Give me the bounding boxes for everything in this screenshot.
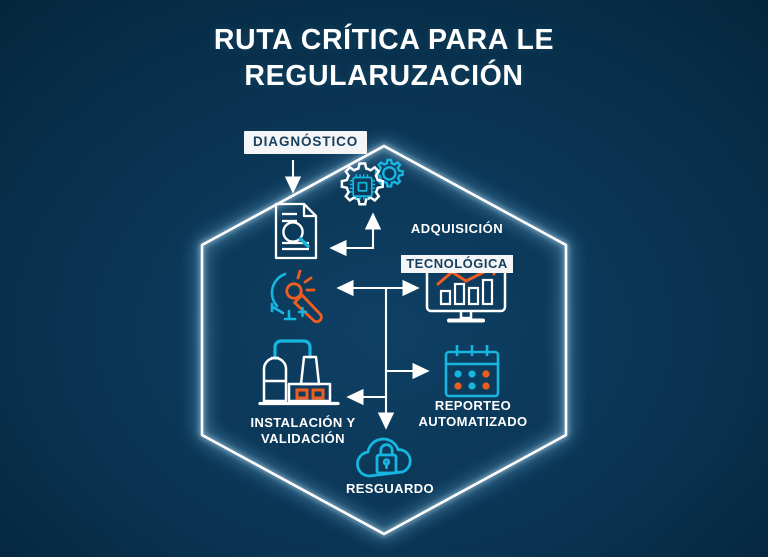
label-diagnostico: DIAGNÓSTICO — [244, 131, 368, 155]
cloud-lock-icon — [355, 432, 417, 480]
label-instalacion-validacion: INSTALACIÓN Y VALIDACIÓN — [250, 415, 356, 446]
label-adquisicion-tecnologica: ADQUISICIÓN TECNOLÓGICA — [398, 205, 516, 274]
sensor-gauge-icon — [266, 266, 332, 330]
label-adquisicion-line-1: ADQUISICIÓN — [410, 220, 504, 236]
gears-microchip-icon — [333, 155, 407, 221]
hexagon-outline — [190, 140, 578, 540]
label-resguardo: RESGUARDO — [345, 481, 435, 496]
label-adquisicion-line-2: TECNOLÓGICA — [401, 254, 513, 274]
calendar-report-icon — [441, 343, 503, 401]
page-title: RUTA CRÍTICA PARA LE REGULARUZACIÓN — [0, 22, 768, 95]
factory-plant-icon — [258, 333, 350, 409]
title-line-2: REGULARUZACIÓN — [244, 60, 524, 93]
title-line-1: RUTA CRÍTICA PARA LE — [213, 24, 555, 56]
document-magnifier-icon — [271, 201, 325, 263]
label-reporteo-automatizado: REPORTEO AUTOMATIZADO — [418, 398, 528, 429]
hexagon-border — [200, 144, 568, 536]
